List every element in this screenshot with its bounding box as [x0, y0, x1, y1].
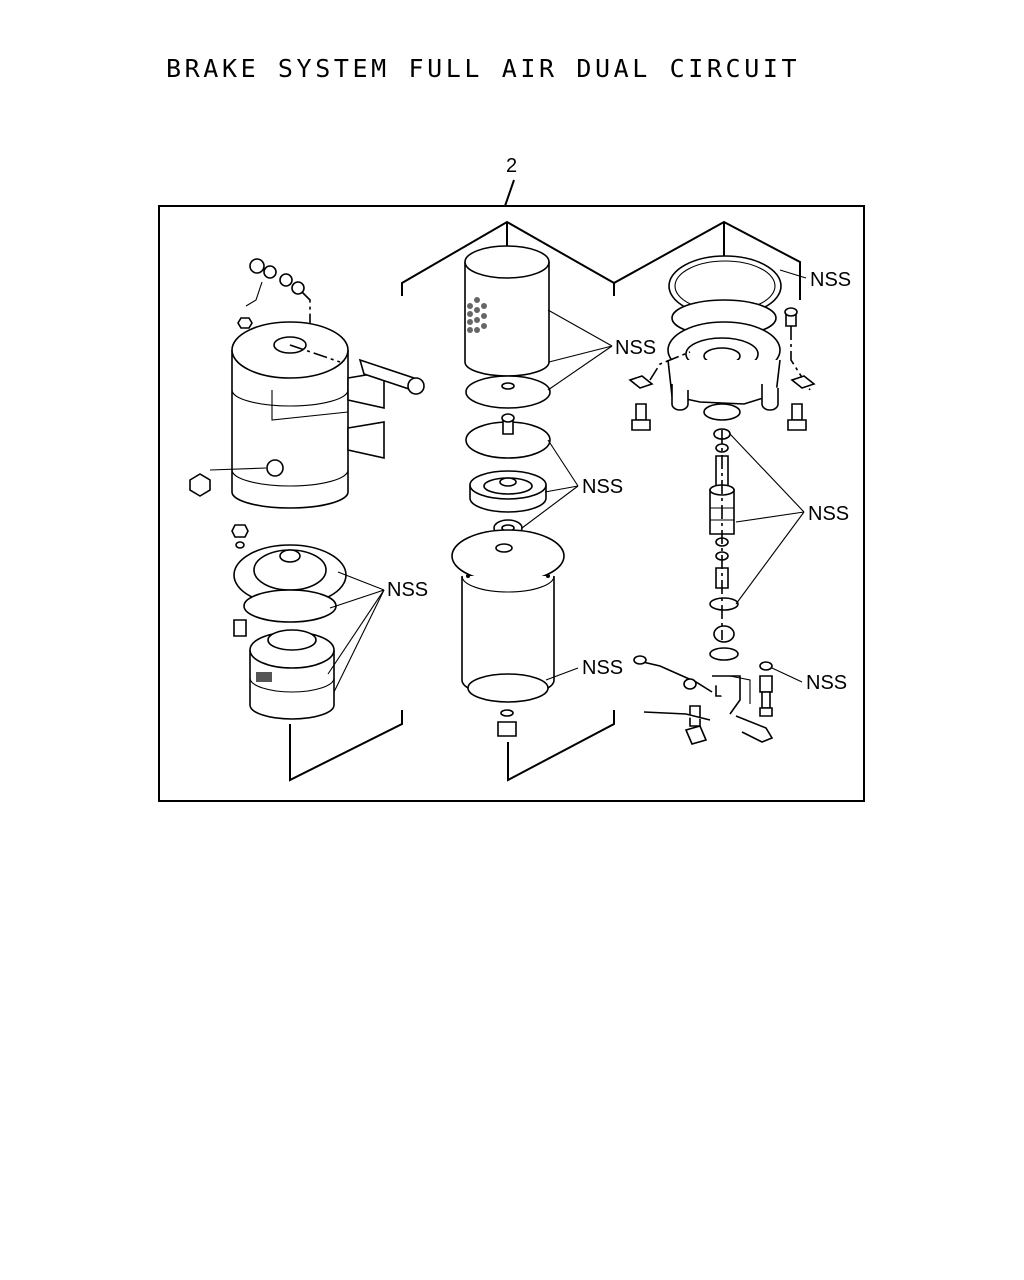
- nss-label-left: NSS: [387, 579, 428, 601]
- lower-diaphragm-left: [231, 524, 347, 720]
- filter-gasket: [465, 375, 551, 409]
- valve-seat: [469, 470, 547, 513]
- nss-label-center-mid: NSS: [582, 476, 623, 498]
- fittings-right-low: [759, 661, 773, 717]
- lower-housing-center: [451, 529, 565, 703]
- nss-label-center-top: NSS: [615, 337, 656, 359]
- nss-label-right-top: NSS: [810, 269, 851, 291]
- page-title: BRAKE SYSTEM FULL AIR DUAL CIRCUIT: [166, 54, 801, 83]
- right-assembly: [613, 220, 816, 745]
- nss-leaders-center-top: [547, 309, 613, 391]
- nss-label-right-low: NSS: [806, 672, 847, 694]
- air-lines-right: [633, 655, 774, 745]
- mounting-bolts-right: [628, 307, 816, 431]
- nss-leaders-center-mid: [521, 439, 579, 529]
- nss-leader-center-low: [545, 667, 579, 681]
- group-bracket-center-bottom: [507, 710, 615, 782]
- nss-leaders-left: [327, 571, 385, 693]
- nss-leader-right-top: [779, 269, 807, 279]
- item-callout-leader: [504, 179, 515, 207]
- nss-leader-right-low: [771, 667, 803, 683]
- filter-canister: [464, 245, 550, 377]
- group-bracket-left: [289, 710, 403, 782]
- nss-leaders-right-mid: [729, 433, 805, 605]
- valve-body-right: [667, 321, 781, 421]
- left-assembly: [189, 258, 425, 782]
- nss-label-right-mid: NSS: [808, 503, 849, 525]
- center-assembly: [401, 220, 615, 782]
- hex-nut-center: [497, 721, 517, 737]
- fitting-cluster-top-left: [237, 258, 311, 340]
- upper-cylinder-left: [189, 321, 425, 509]
- internal-valve-stack: [709, 428, 739, 661]
- diagram-frame: [158, 205, 865, 802]
- nss-label-center-low: NSS: [582, 657, 623, 679]
- item-number-callout: 2: [506, 155, 517, 177]
